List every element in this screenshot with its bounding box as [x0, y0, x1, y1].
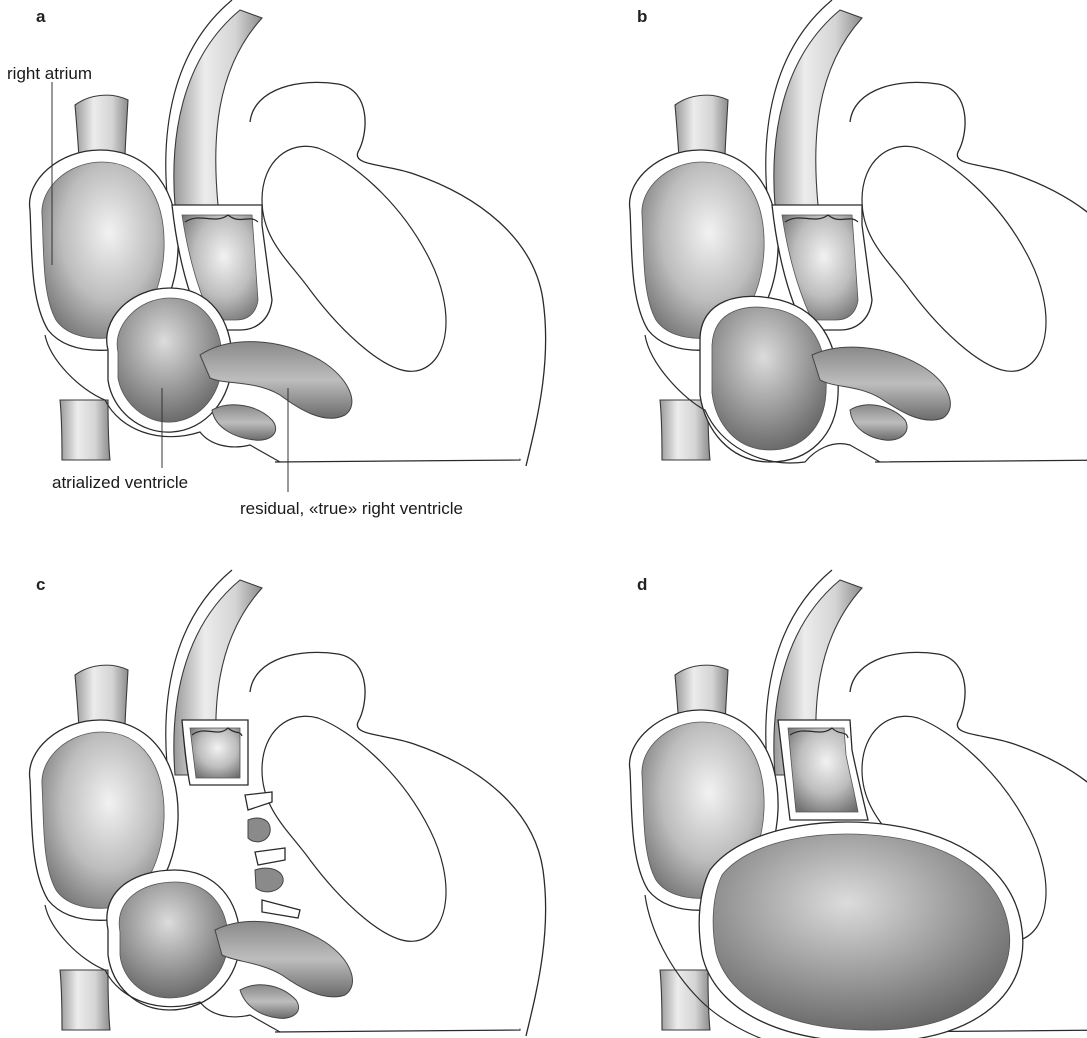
heart-drawing-d — [630, 570, 1087, 1038]
label-right-atrium: right atrium — [7, 64, 92, 83]
panel-d: d — [630, 570, 1087, 1038]
panel-letter-d: d — [637, 575, 647, 594]
panel-letter-c: c — [36, 575, 45, 594]
panel-c: c — [30, 570, 546, 1036]
panel-a: a right atrium atrialized ventricle resi… — [7, 0, 546, 518]
heart-drawing-b — [630, 0, 1087, 466]
label-atrialized-ventricle: atrialized ventricle — [52, 473, 188, 492]
panel-letter-b: b — [637, 7, 647, 26]
panel-letter-a: a — [36, 7, 46, 26]
heart-drawing-c — [30, 570, 546, 1036]
panel-b: b — [630, 0, 1087, 466]
label-true-right-ventricle: residual, «true» right ventricle — [240, 499, 463, 518]
